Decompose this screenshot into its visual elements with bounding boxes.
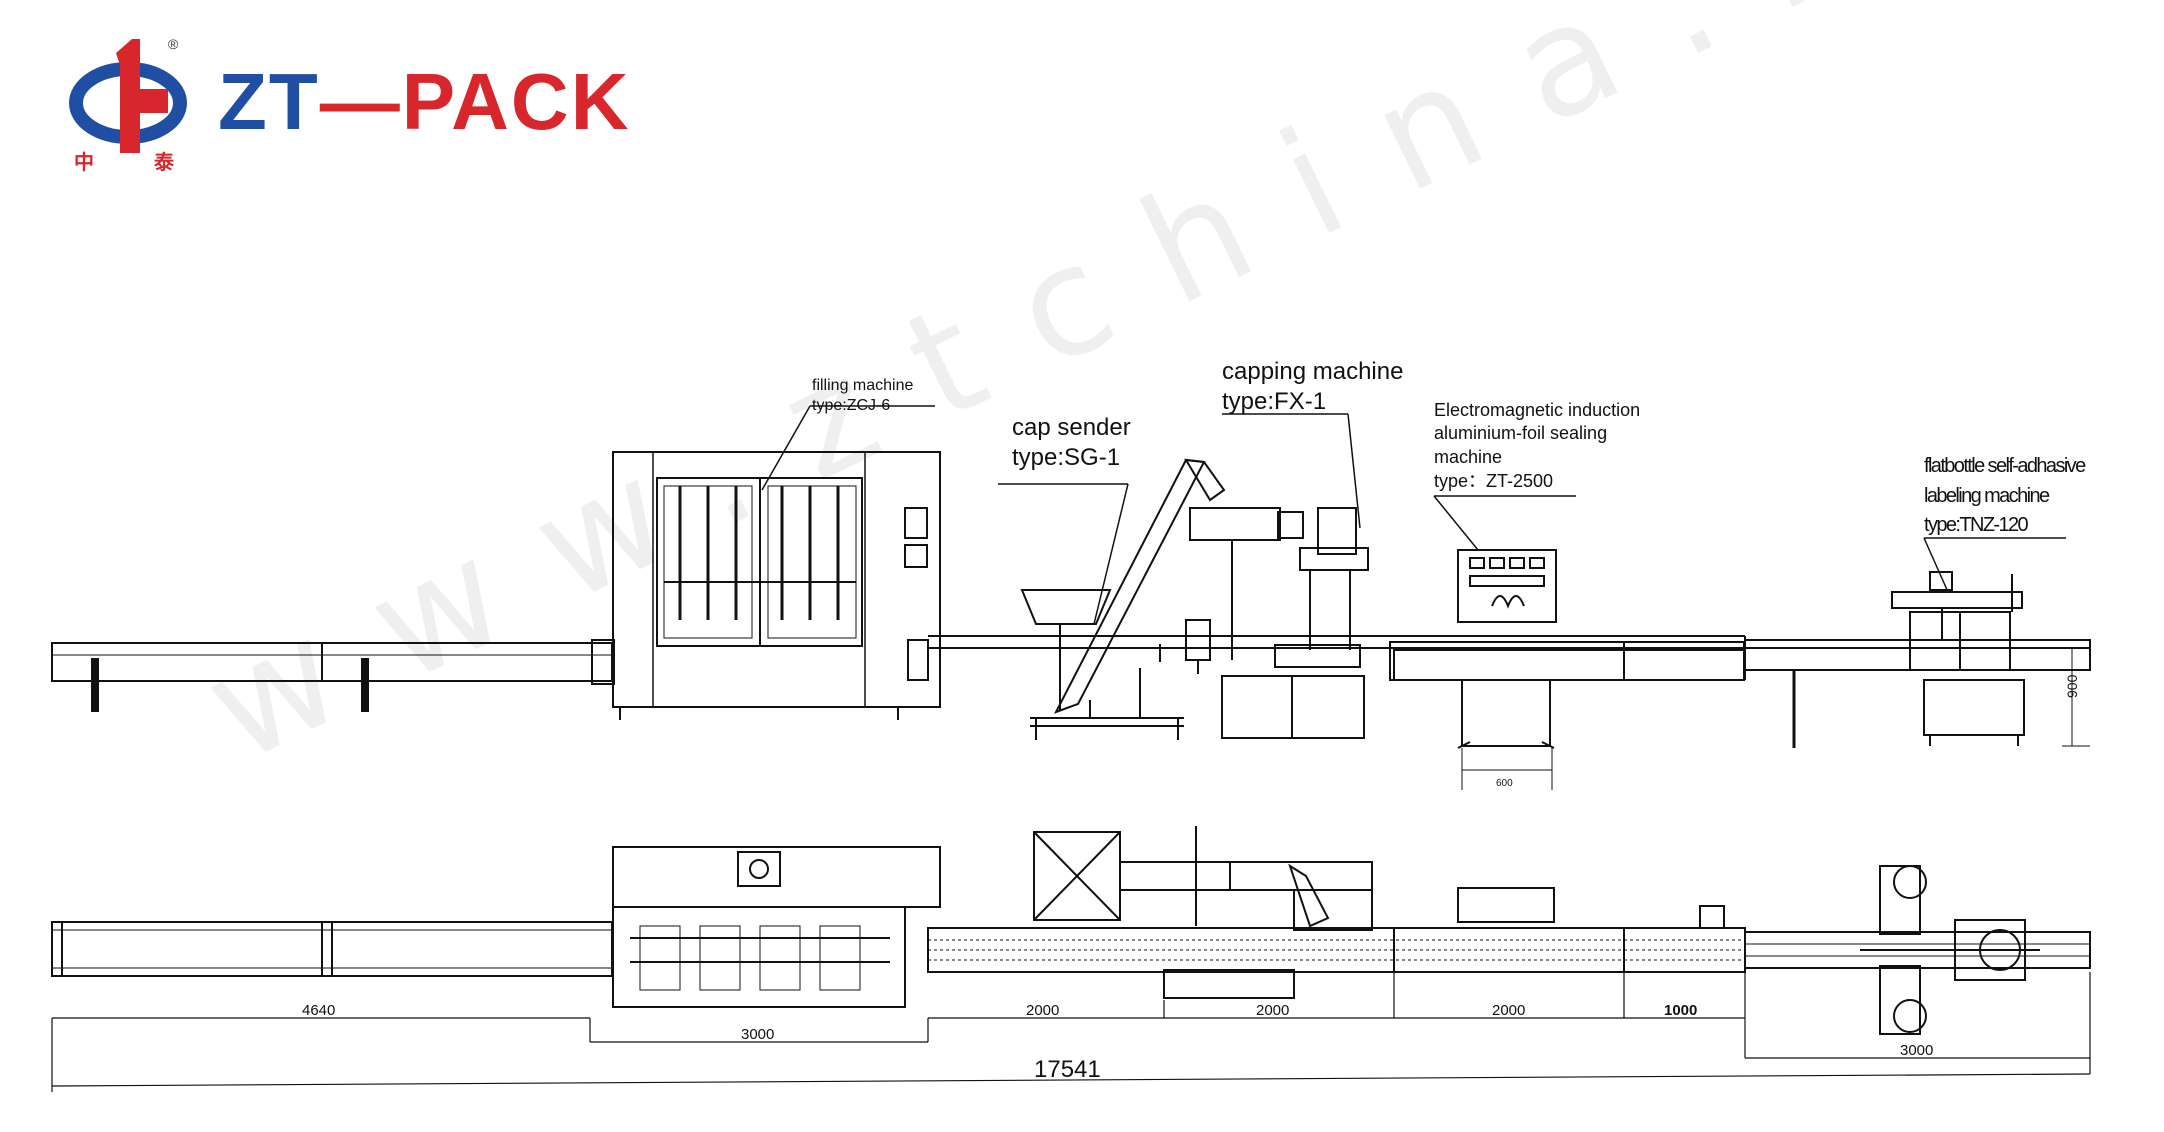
sealing-machine-label-2: aluminium-foil sealing (1434, 423, 1608, 443)
capping-machine-elevation (1185, 507, 1369, 739)
dimension-2000-b: 2000 (1256, 1002, 1290, 1019)
labeling-machine-type: type:TNZ-120 (1924, 514, 2029, 536)
dimension-600: 600 (1496, 778, 1513, 789)
brand-name: ZT—PACK (218, 57, 631, 146)
dimension-3000-labeling: 3000 (1900, 1042, 1934, 1059)
cap-sender-label: cap sender (1012, 414, 1131, 441)
dimension-2000-a: 2000 (1026, 1002, 1060, 1019)
dimension-lines (51, 972, 2091, 1092)
label-leader-lines (761, 405, 2066, 625)
logo-chinese-right: 泰 (154, 150, 174, 174)
labeling-machine-label-2: labeling machine (1924, 485, 2050, 507)
filling-machine-label: filling machine (812, 377, 914, 394)
dimension-4640: 4640 (302, 1002, 336, 1019)
labeling-machine-label-1: flatbottle self-adhasive (1924, 455, 2086, 477)
dimension-1000: 1000 (1664, 1002, 1698, 1019)
sealing-machine-plan (1457, 887, 1725, 929)
logo-chinese-left: 中 (74, 150, 94, 174)
cap-sender-elevation (1020, 458, 1226, 740)
sealing-machine-type: type：ZT-2500 (1434, 471, 1554, 491)
sealing-machine-elevation (1393, 549, 1745, 790)
cap-sender-type: type:SG-1 (1012, 444, 1121, 471)
sealing-machine-label-3: machine (1434, 447, 1503, 467)
dimension-3000-filling: 3000 (741, 1026, 775, 1043)
capping-machine-label: capping machine (1222, 358, 1404, 385)
dimension-2000-c: 2000 (1492, 1002, 1526, 1019)
filling-machine-type: type:ZCJ-6 (812, 397, 891, 414)
ztpack-logo-icon (69, 39, 187, 153)
labeling-machine-plan (1860, 865, 2040, 1035)
main-conveyor-elevation (928, 635, 2091, 748)
filling-machine-plan (612, 846, 941, 1008)
infeed-conveyor-plan (51, 921, 613, 977)
cap-sender-plan (1033, 826, 1330, 999)
filling-machine-elevation (612, 451, 941, 720)
dimension-total: 17541 (1034, 1056, 1101, 1083)
capping-machine-type: type:FX-1 (1222, 388, 1327, 415)
infeed-conveyor-elevation (51, 639, 615, 712)
sealing-machine-label-1: Electromagnetic induction (1434, 400, 1641, 420)
registered-mark: ® (168, 36, 179, 52)
labeling-machine-elevation (1891, 571, 2090, 747)
main-conveyor-plan (927, 927, 2091, 973)
dimension-900: 900 (2064, 674, 2080, 698)
capping-machine-plan (1229, 861, 1373, 931)
